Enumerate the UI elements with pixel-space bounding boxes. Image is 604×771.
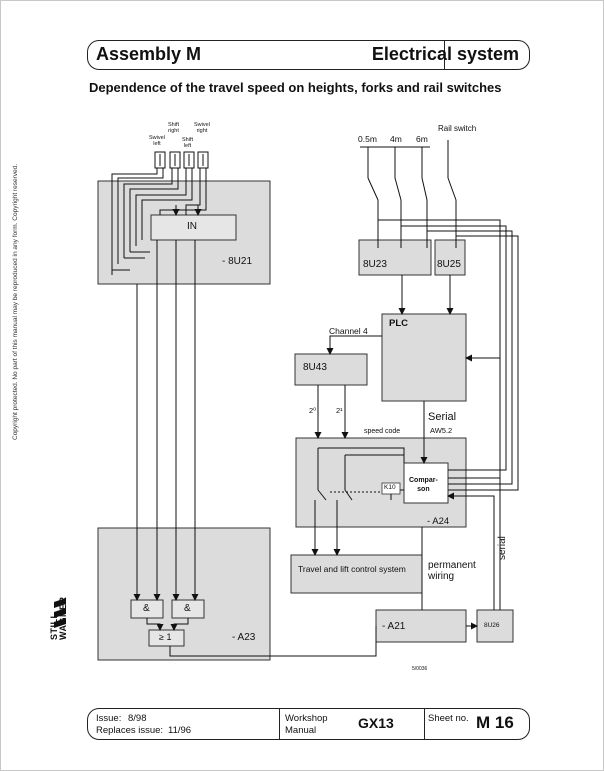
label-swivel-right: Swivel right (194, 122, 210, 134)
footer-divider-2 (424, 709, 425, 739)
issue-label: Issue: (96, 713, 122, 724)
page-subtitle: Dependence of the travel speed on height… (89, 80, 502, 95)
block-a21-label: - A21 (382, 621, 406, 632)
section-title: Electrical system (371, 44, 519, 64)
label-rail-switch: Rail switch (438, 124, 477, 133)
block-a23-label: - A23 (232, 632, 256, 643)
label-wiring: wiring (428, 571, 455, 582)
gate-or (148, 629, 185, 647)
u21-to-a23-lines (133, 240, 377, 657)
label-permanent: permanent (428, 560, 476, 571)
model-label: GX13 (358, 715, 394, 731)
logo-stripes (54, 598, 66, 628)
manual-label: Manual (285, 725, 317, 736)
label-swivel-right-1: Swivel (194, 122, 210, 128)
label-bit-2-0: 2⁰ (309, 406, 317, 415)
block-comparison-label: Compar- son (409, 476, 438, 494)
block-k10-label: K10 (384, 484, 396, 491)
footer-bar: Issue: 8/98 Replaces issue: 11/96 Worksh… (87, 708, 530, 740)
rail-switches (360, 140, 519, 491)
block-plc-label: PLC (389, 318, 408, 329)
label-shift-right: Shift right (168, 122, 179, 134)
label-height-6: 6m (416, 134, 428, 144)
label-speed-code: speed code (364, 428, 401, 435)
label-swivel-right-2: right (196, 128, 208, 134)
block-8u23-label: 8U23 (363, 259, 387, 270)
block-8u21-label: - 8U21 (222, 256, 253, 267)
label-bit-2-1: 2¹ (336, 406, 343, 415)
block-a24-label: - A24 (427, 516, 450, 527)
block-comparison (403, 462, 449, 504)
block-in-label: IN (187, 221, 197, 232)
footer-divider-1 (279, 709, 280, 739)
drawing-number: 5/0036 (412, 666, 428, 672)
label-height-05: 0.5m (358, 134, 377, 144)
assembly-title: Assembly M (96, 44, 202, 64)
header-bar: Assembly M Electrical system (87, 40, 530, 70)
block-travel-lift-label: Travel and lift control system (298, 564, 406, 574)
gate-or-label: ≥ 1 (159, 632, 172, 642)
copyright-note: Copyright protected. No part of this man… (12, 163, 19, 440)
label-channel4: Channel 4 (329, 326, 368, 336)
block-8u26 (476, 609, 514, 643)
gate-and-2-label: & (184, 603, 191, 614)
gate-and-1-label: & (143, 603, 150, 614)
label-serial-vertical: serial (497, 536, 508, 560)
label-swivel-left-1: Swivel (149, 135, 165, 141)
sheet-value: M 16 (476, 713, 514, 732)
comparison-line-1: Compar- (409, 477, 438, 484)
block-8u23 (358, 239, 432, 276)
block-in (150, 214, 237, 241)
block-8u26-label: 8U26 (484, 622, 500, 629)
label-swivel-left: Swivel left (149, 135, 165, 147)
switch-wiring (111, 168, 207, 275)
label-aw: AW5.2 (430, 426, 453, 435)
replaces-label: Replaces issue: (96, 725, 164, 736)
label-permanent-wiring: permanent wiring (428, 560, 476, 582)
comparison-line-2: son (417, 486, 430, 493)
sheet-label: Sheet no. (428, 713, 469, 724)
block-a21 (375, 609, 467, 643)
top-switch-group (154, 151, 209, 169)
label-shift-left: Shift left (182, 137, 193, 149)
label-shift-right-1: Shift (168, 122, 180, 128)
label-serial: Serial (428, 411, 457, 423)
issue-value: 8/98 (128, 713, 147, 724)
header-divider (444, 41, 445, 69)
label-height-4: 4m (390, 134, 402, 144)
workshop-label: Workshop (285, 713, 328, 724)
block-8u25 (434, 239, 466, 276)
to-plc-arrows (311, 275, 501, 630)
block-travel-lift (290, 554, 423, 594)
block-8u43-label: 8U43 (303, 362, 327, 373)
label-shift-right-2: right (168, 128, 179, 134)
label-swivel-left-2: left (153, 141, 161, 147)
label-shift-left-2: left (183, 143, 192, 149)
replaces-value: 11/96 (168, 725, 192, 736)
label-shift-left-1: Shift (182, 137, 194, 143)
block-8u25-label: 8U25 (437, 259, 461, 270)
